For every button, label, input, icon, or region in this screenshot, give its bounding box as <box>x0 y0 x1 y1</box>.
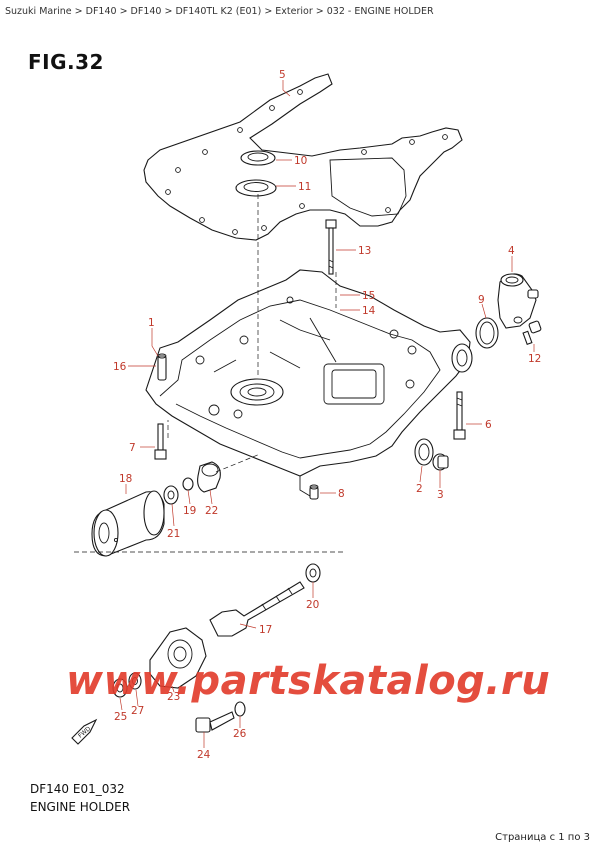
callout-labels: 5 10 11 13 4 15 9 14 1 12 16 6 7 18 2 8 … <box>113 69 541 761</box>
washer-part-26[interactable] <box>234 701 246 717</box>
washer-part-21[interactable] <box>163 485 179 505</box>
callout-27[interactable]: 27 <box>131 705 144 717</box>
callout-12[interactable]: 12 <box>528 353 541 365</box>
gasket-part-5[interactable] <box>143 73 463 241</box>
callout-18[interactable]: 18 <box>119 473 132 485</box>
callout-13[interactable]: 13 <box>358 245 371 257</box>
washer-part-27[interactable] <box>128 672 142 690</box>
section-name: ENGINE HOLDER <box>30 800 131 814</box>
callout-21[interactable]: 21 <box>167 528 180 540</box>
callout-20[interactable]: 20 <box>306 599 319 611</box>
nut-part-25[interactable] <box>112 678 128 698</box>
bolt-part-17[interactable] <box>209 581 305 637</box>
callout-14[interactable]: 14 <box>362 305 376 317</box>
oil-seal-part-11[interactable] <box>235 179 277 197</box>
bolt-part-24[interactable] <box>195 711 235 733</box>
water-fitting-part-4[interactable] <box>497 273 539 329</box>
callout-15[interactable]: 15 <box>362 290 375 302</box>
model-code: DF140 E01_032 <box>30 782 125 796</box>
callout-7[interactable]: 7 <box>129 442 136 454</box>
breadcrumb[interactable]: Suzuki Marine > DF140 > DF140 > DF140TL … <box>5 6 434 17</box>
oil-filter-part-18[interactable] <box>91 490 165 557</box>
oil-seal-part-10[interactable] <box>240 150 276 166</box>
fwd-arrow-icon: FWD <box>71 718 98 745</box>
callout-2[interactable]: 2 <box>416 483 423 495</box>
washer-part-20[interactable] <box>305 563 321 583</box>
callout-16[interactable]: 16 <box>113 361 127 373</box>
bolt-part-6[interactable] <box>453 391 466 440</box>
watermark: www.partskatalog.ru <box>66 658 551 704</box>
engine-mount-part-23[interactable] <box>149 627 207 689</box>
pin-part-8[interactable] <box>309 484 319 500</box>
bolt-part-12[interactable] <box>522 320 542 346</box>
callout-8[interactable]: 8 <box>338 488 345 500</box>
callout-9[interactable]: 9 <box>478 294 485 306</box>
drain-plug-part-3[interactable] <box>432 453 449 471</box>
callout-11[interactable]: 11 <box>298 181 311 193</box>
figure-title: FIG.32 <box>28 50 104 74</box>
callout-5[interactable]: 5 <box>279 69 286 81</box>
leader-lines <box>119 80 535 748</box>
callout-10[interactable]: 10 <box>294 155 307 167</box>
callout-3[interactable]: 3 <box>437 489 444 501</box>
callout-24[interactable]: 24 <box>197 749 211 761</box>
callout-25[interactable]: 25 <box>114 711 127 723</box>
engine-holder-part-1[interactable] <box>145 269 473 497</box>
callout-19[interactable]: 19 <box>183 505 196 517</box>
callout-4[interactable]: 4 <box>508 245 515 257</box>
o-ring-part-9[interactable] <box>475 317 499 349</box>
page-indicator: Страница с 1 по 3 <box>495 832 590 843</box>
union-part-22[interactable] <box>197 461 221 493</box>
gasket-part-2[interactable] <box>414 438 434 466</box>
bolt-part-7[interactable] <box>154 423 167 460</box>
callout-22[interactable]: 22 <box>205 505 218 517</box>
callout-17[interactable]: 17 <box>259 624 272 636</box>
callout-1[interactable]: 1 <box>148 317 155 329</box>
callout-23[interactable]: 23 <box>167 691 180 703</box>
callout-26[interactable]: 26 <box>233 728 247 740</box>
callout-6[interactable]: 6 <box>485 419 492 431</box>
o-ring-part-19[interactable] <box>182 477 194 491</box>
dowel-pin-part-16[interactable] <box>157 353 167 381</box>
bolt-part-13[interactable] <box>325 219 337 275</box>
